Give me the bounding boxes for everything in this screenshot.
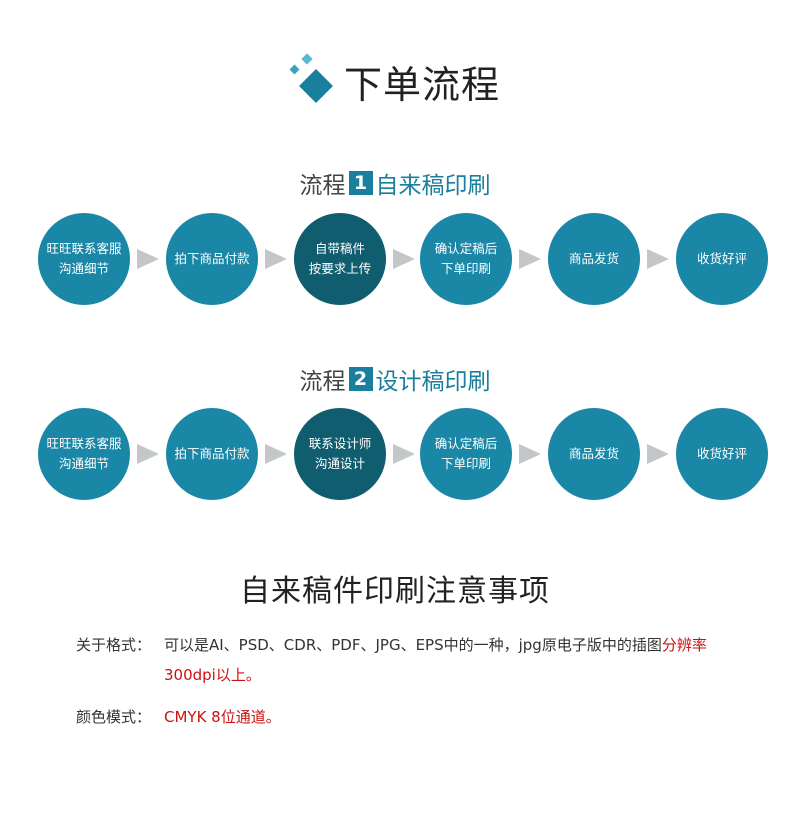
process-label: 流程 bbox=[299, 369, 346, 395]
process-2-steps: 旺旺联系客服 沟通细节 拍下商品付款 联系设计师 沟通设计 确认定稿后 下单印刷… bbox=[0, 408, 790, 500]
arrow-right-icon bbox=[647, 249, 669, 269]
page-title: 下单流程 bbox=[343, 62, 500, 107]
process-number-badge: 2 bbox=[348, 367, 373, 391]
page-header: 下单流程 bbox=[0, 52, 790, 110]
arrow-right-icon bbox=[393, 249, 415, 269]
arrow-right-icon bbox=[265, 444, 287, 464]
process-1-steps: 旺旺联系客服 沟通细节 拍下商品付款 自带稿件 按要求上传 确认定稿后 下单印刷… bbox=[0, 213, 790, 305]
step-shipping: 商品发货 bbox=[548, 408, 640, 500]
step-contact-service: 旺旺联系客服 沟通细节 bbox=[38, 213, 130, 305]
step-place-order: 拍下商品付款 bbox=[166, 408, 258, 500]
note-color-body: CMYK 8位通道。 bbox=[164, 702, 756, 732]
note-format: 关于格式： 可以是AI、PSD、CDR、PDF、JPG、EPS中的一种，jpg原… bbox=[76, 630, 756, 690]
step-contact-designer: 联系设计师 沟通设计 bbox=[294, 408, 386, 500]
step-place-order: 拍下商品付款 bbox=[166, 213, 258, 305]
process-subtitle: 自来稿印刷 bbox=[375, 173, 491, 199]
notes-section: 关于格式： 可以是AI、PSD、CDR、PDF、JPG、EPS中的一种，jpg原… bbox=[76, 630, 756, 744]
step-shipping: 商品发货 bbox=[548, 213, 640, 305]
note-color-label: 颜色模式： bbox=[76, 708, 152, 726]
arrow-right-icon bbox=[137, 444, 159, 464]
arrow-right-icon bbox=[265, 249, 287, 269]
step-confirm-print: 确认定稿后 下单印刷 bbox=[420, 213, 512, 305]
note-format-text: 可以是AI、PSD、CDR、PDF、JPG、EPS中的一种，jpg原电子版中的插… bbox=[164, 636, 662, 654]
arrow-right-icon bbox=[519, 249, 541, 269]
note-format-body: 可以是AI、PSD、CDR、PDF、JPG、EPS中的一种，jpg原电子版中的插… bbox=[164, 630, 756, 690]
arrow-right-icon bbox=[137, 249, 159, 269]
note-format-highlight: 分辨率300dpi以上。 bbox=[164, 636, 707, 684]
step-review: 收货好评 bbox=[676, 213, 768, 305]
note-color-highlight: CMYK 8位通道。 bbox=[164, 708, 281, 726]
note-format-label: 关于格式： bbox=[76, 636, 152, 654]
arrow-right-icon bbox=[393, 444, 415, 464]
process-2-title: 流程 2 设计稿印刷 bbox=[0, 362, 790, 396]
arrow-right-icon bbox=[647, 444, 669, 464]
arrow-right-icon bbox=[519, 444, 541, 464]
notes-title: 自来稿件印刷注意事项 bbox=[240, 574, 550, 609]
process-number-badge: 1 bbox=[348, 171, 373, 195]
step-confirm-print: 确认定稿后 下单印刷 bbox=[420, 408, 512, 500]
process-subtitle: 设计稿印刷 bbox=[375, 369, 491, 395]
note-color: 颜色模式： CMYK 8位通道。 bbox=[76, 702, 756, 732]
process-1-title: 流程 1 自来稿印刷 bbox=[0, 166, 790, 200]
process-label: 流程 bbox=[299, 173, 346, 199]
step-review: 收货好评 bbox=[676, 408, 768, 500]
step-contact-service: 旺旺联系客服 沟通细节 bbox=[38, 408, 130, 500]
diamond-logo-icon bbox=[289, 52, 334, 110]
step-upload-file: 自带稿件 按要求上传 bbox=[294, 213, 386, 305]
